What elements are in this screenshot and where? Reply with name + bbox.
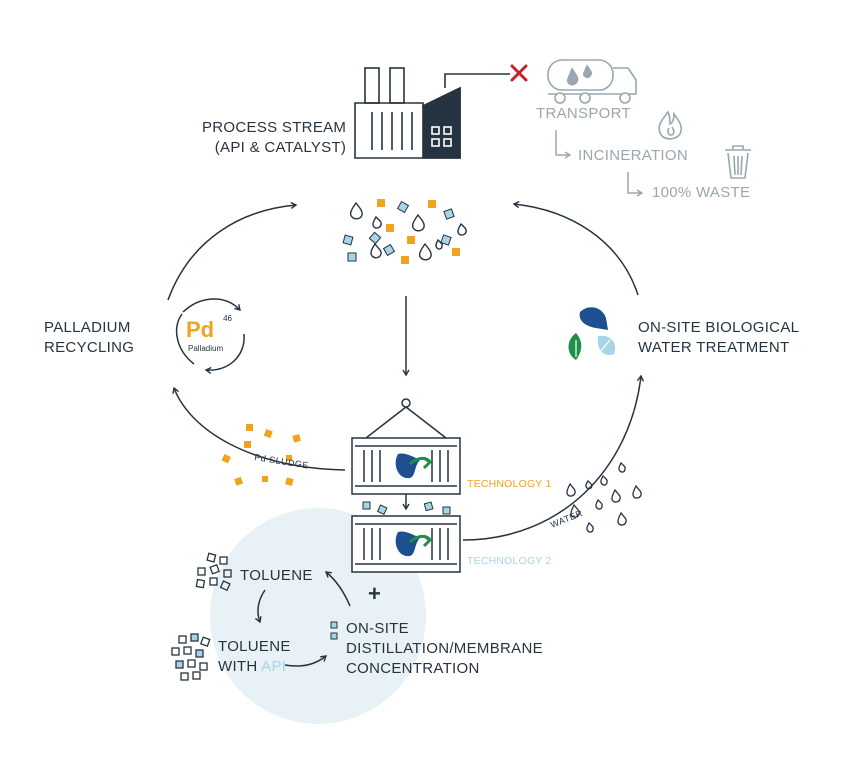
factory-icon xyxy=(354,67,510,159)
process-stream-label: PROCESS STREAM (API & CATALYST) xyxy=(202,119,347,156)
arrow-treatment-to-stream xyxy=(512,200,639,296)
distillation-squares-icon xyxy=(330,621,338,640)
technology-1-unit xyxy=(351,398,461,495)
plus-sign: + xyxy=(368,581,382,606)
palladium-recycle-cycle xyxy=(175,298,245,375)
incineration-label: INCINERATION xyxy=(578,147,688,164)
arrow-api-to-distillation xyxy=(284,655,328,667)
biological-leaves-icon xyxy=(568,307,616,360)
water-droplets xyxy=(566,461,642,533)
arrow-distillation-to-toluene xyxy=(324,571,351,607)
toluene-squares-icon xyxy=(195,552,232,592)
arrow-to-waste xyxy=(627,172,644,197)
trash-bin-icon xyxy=(725,145,751,179)
toluene-label: TOLUENE xyxy=(240,567,313,584)
flame-icon xyxy=(658,110,683,140)
blocked-x-icon xyxy=(510,64,528,82)
toluene-with-api-squares-icon xyxy=(171,633,211,681)
arrow-recycling-to-stream xyxy=(167,201,298,301)
distillation-label: ON-SITE DISTILLATION/MEMBRANE CONCENTRAT… xyxy=(346,620,543,677)
element-number: 46 xyxy=(223,314,232,323)
truck-icon xyxy=(547,59,637,104)
pd-sludge-label: Pd SLUDGE xyxy=(254,452,310,470)
transfer-particles xyxy=(362,501,451,515)
technology-2-label: TECHNOLOGY 2 xyxy=(467,555,552,567)
waste-label: 100% WASTE xyxy=(652,184,751,201)
process-stream-particles xyxy=(342,199,467,264)
technology-2-unit xyxy=(351,515,461,573)
arrow-to-incineration xyxy=(555,130,572,159)
toluene-with-api-label: TOLUENE WITH API xyxy=(218,638,291,675)
water-label: WATER xyxy=(549,508,584,530)
arrow-toluene-to-api xyxy=(254,589,266,624)
pd-sludge-particles xyxy=(221,424,301,486)
arrow-sludge-to-recycling xyxy=(172,386,346,471)
transport-label: TRANSPORT xyxy=(536,105,631,122)
palladium-recycling-label: PALLADIUM RECYCLING xyxy=(44,319,135,356)
with-api-line: WITH API xyxy=(218,658,287,675)
technology-1-label: TECHNOLOGY 1 xyxy=(467,478,552,490)
element-name: Palladium xyxy=(188,344,224,353)
arrow-water-to-treatment xyxy=(462,374,645,541)
water-treatment-label: ON-SITE BIOLOGICAL WATER TREATMENT xyxy=(638,319,800,356)
palladium-element-tile: 46 Pd Palladium xyxy=(184,314,234,354)
element-symbol: Pd xyxy=(186,317,215,342)
